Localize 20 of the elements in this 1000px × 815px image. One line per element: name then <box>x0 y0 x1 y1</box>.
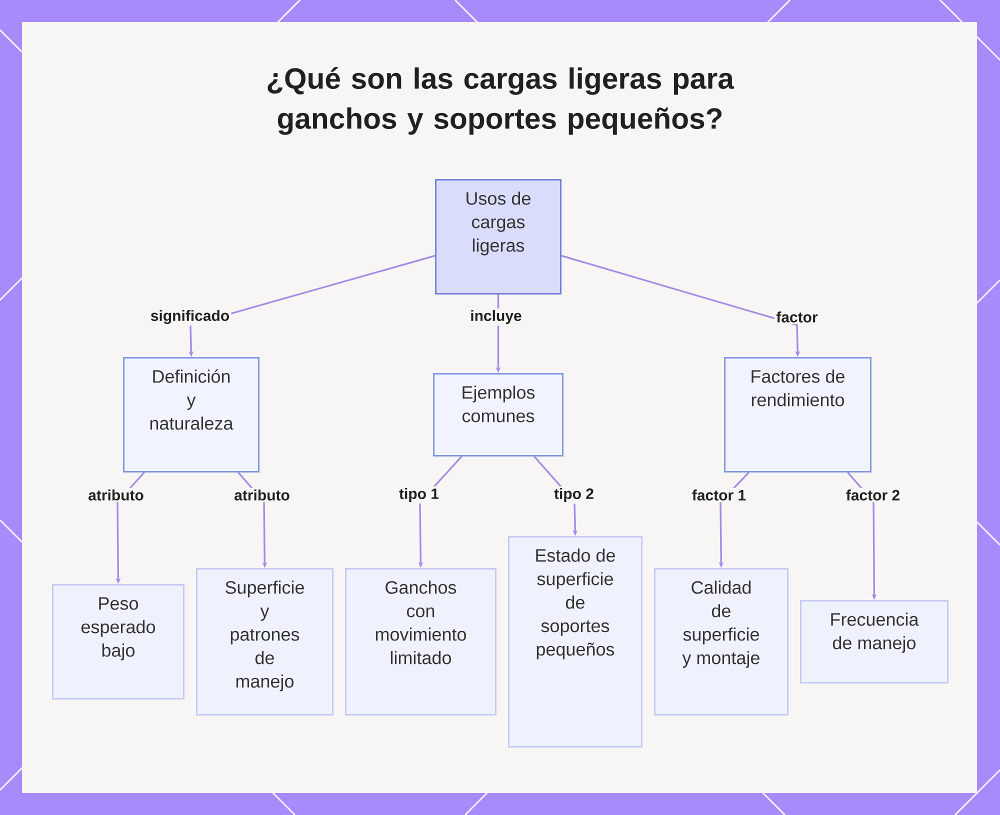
edge-label: tipo 1 <box>397 486 441 504</box>
concept-box: Usos de cargas ligeras <box>435 179 562 294</box>
edge-label: atributo <box>86 488 146 502</box>
concept-box: Definición y naturaleza <box>123 357 260 472</box>
edge-label: factor 2 <box>844 488 902 502</box>
concept-box: Factores de rendimiento <box>724 357 872 472</box>
concept-box: Peso esperado bajo <box>52 584 184 700</box>
concept-box: Estado de superficie de soportes pequeños <box>508 536 642 748</box>
edge-label: factor 1 <box>690 488 748 502</box>
concept-box: Ejemplos comunes <box>433 373 564 456</box>
title: ¿Qué son las cargas ligeras para ganchos y soportes pequeños? <box>268 67 734 135</box>
concept-box: Ganchos con movimiento limitado <box>345 568 496 716</box>
concept-box: Calidad de superficie y montaje <box>654 568 788 716</box>
concept-box: Superficie y patrones de manejo <box>196 568 334 716</box>
edge-label: factor <box>774 310 820 324</box>
edge-label: significado <box>148 308 232 326</box>
edge-label: atributo <box>232 488 292 502</box>
edge-label: incluye <box>468 308 524 326</box>
concept-box: Frecuencia de manejo <box>800 600 948 684</box>
edge-label: tipo 2 <box>552 486 596 504</box>
